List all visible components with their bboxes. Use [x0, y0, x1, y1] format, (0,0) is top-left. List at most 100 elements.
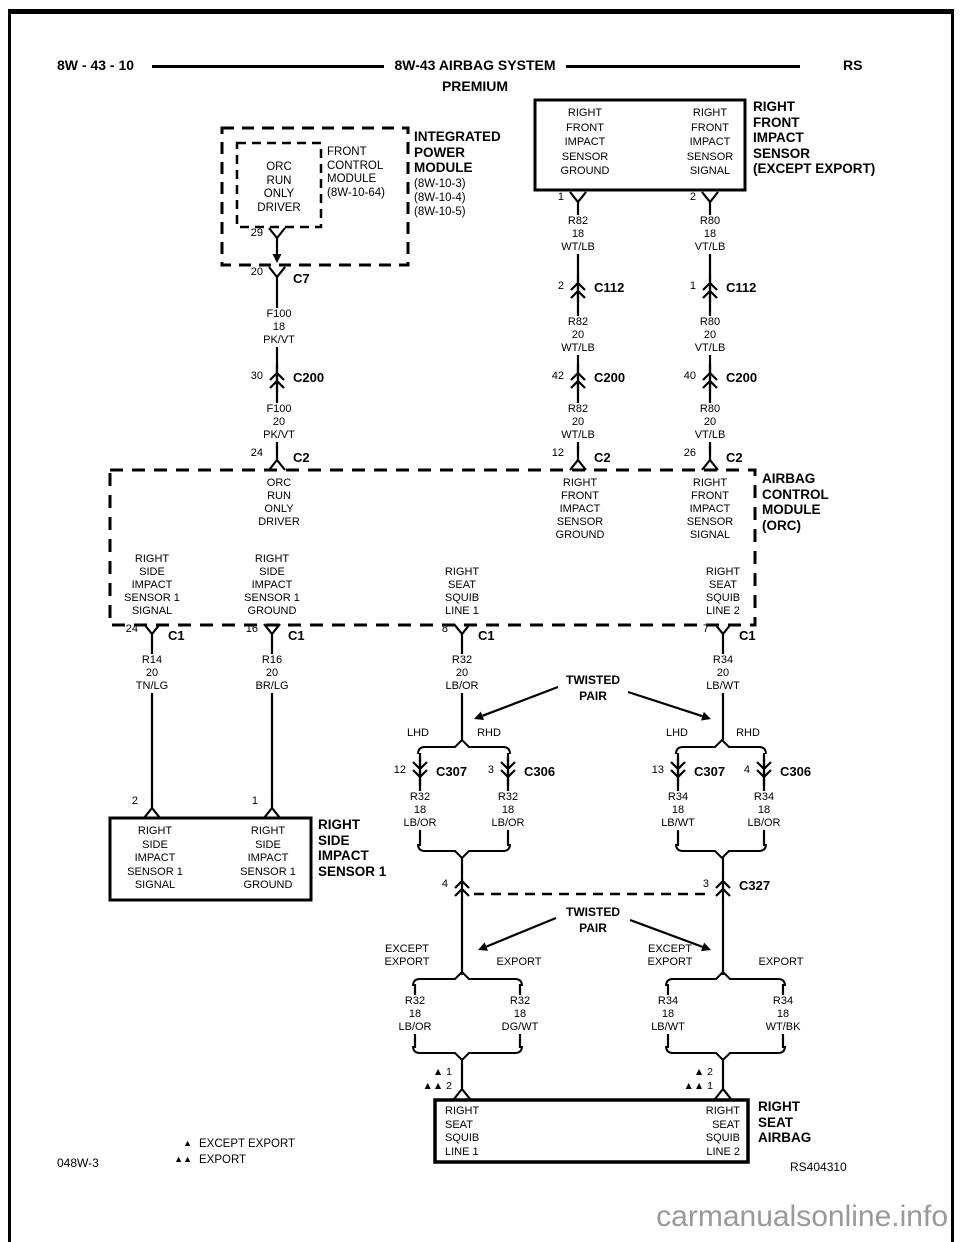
sheet-number: 048W-3 — [57, 1156, 99, 1170]
connector-c327-3-symbol — [715, 872, 731, 900]
page-subtitle: PREMIUM — [441, 78, 509, 94]
connector-c306-4-label: C306 — [780, 764, 812, 779]
connector-c307-13-symbol — [670, 758, 686, 786]
squib-pin-markers-right: ▲ 2▲▲ 1 — [683, 1066, 713, 1092]
connector-c1-24-symbol — [143, 623, 161, 648]
rsis1-pin-2-pin: 2 — [131, 795, 138, 807]
legend-export: ▲▲ EXPORT — [168, 1152, 295, 1168]
ipm-pin-29-pin: 29 — [250, 227, 263, 239]
twisted-pair-2-arrow-right — [629, 918, 703, 948]
connector-c1-8-label: C1 — [478, 628, 495, 643]
connector-c2-24-label: C2 — [293, 450, 310, 465]
watermark: carmanualsonline.info — [656, 1200, 948, 1233]
split-squib2-export — [665, 970, 786, 987]
connector-c200-30-symbol — [269, 364, 285, 392]
rfis-pin-1-pin: 1 — [557, 191, 564, 203]
legend-export-label: EXPORT — [199, 1154, 247, 1166]
connector-c1-24-pin: 24 — [125, 623, 138, 635]
connector-c200-40-pin: 40 — [683, 370, 696, 382]
lhd-label-2: LHD — [665, 727, 689, 739]
right-front-impact-sensor-box — [533, 98, 747, 192]
twisted-pair-1-arrow-left-head — [474, 711, 485, 721]
connector-c327-3-pin: 3 — [702, 878, 709, 890]
connector-c307-13-label: C307 — [694, 764, 726, 779]
twisted-pair-1-arrow-right-head — [701, 711, 711, 721]
header-rule-left — [152, 65, 384, 68]
triangle-double-icon: ▲▲ — [174, 1154, 192, 1164]
connector-c2-26-label: C2 — [726, 450, 743, 465]
connector-c1-8-symbol — [453, 623, 471, 648]
triangle-single-icon: ▲ — [183, 1138, 192, 1148]
twisted-pair-1-arrow-right — [627, 690, 703, 718]
connector-c2-26-symbol — [701, 446, 719, 471]
connector-c327-4-pin: 4 — [441, 878, 448, 890]
right-side-impact-sensor-1-box — [108, 816, 313, 902]
connector-c2-24-symbol — [268, 446, 286, 471]
connector-c307-12-label: C307 — [436, 764, 468, 779]
legend-except-export-label: EXCEPT EXPORT — [199, 1138, 296, 1150]
ipm-pin-29-symbol — [268, 227, 286, 252]
connector-c1-24-label: C1 — [168, 628, 185, 643]
merge-squib2-export — [665, 1045, 786, 1062]
page-frame — [8, 9, 954, 1242]
connector-c2-12-pin: 12 — [551, 447, 564, 459]
ipm-pin29-arrow-head — [272, 254, 282, 263]
connector-c327-3-label: C327 — [739, 878, 771, 893]
rsa-pin-right-symbol — [714, 1075, 732, 1100]
connector-c200-30-pin: 30 — [250, 370, 263, 382]
twisted-pair-2-arrow-left-head — [478, 942, 489, 951]
rhd-label-1: RHD — [477, 727, 501, 739]
connector-c112-2-symbol — [570, 274, 586, 302]
connector-c306-4-pin: 4 — [743, 764, 750, 776]
connector-c7-pin: 20 — [250, 266, 263, 278]
connector-c1-8-pin: 8 — [441, 623, 448, 635]
connector-c1-16-pin: 16 — [245, 623, 258, 635]
squib-pin-markers-left: ▲ 1▲▲ 2 — [422, 1066, 452, 1092]
rfis-pin-2-pin: 2 — [689, 191, 696, 203]
twisted-pair-2-arrow-right-head — [700, 942, 711, 952]
rfis-pin-2-symbol — [701, 191, 719, 216]
connector-c2-12-label: C2 — [594, 450, 611, 465]
drawing-number: RS404310 — [790, 1160, 847, 1174]
ipm-refs: (8W-10-3)(8W-10-4)(8W-10-5) — [414, 178, 466, 218]
connector-c200-42-pin: 42 — [551, 370, 564, 382]
connector-c112-1-label: C112 — [726, 280, 757, 295]
rhd-label-2: RHD — [736, 727, 760, 739]
legend-except-export: ▲ EXCEPT EXPORT — [168, 1136, 295, 1152]
connector-c200-30-label: C200 — [293, 370, 325, 385]
airbag-control-module-box — [108, 468, 757, 627]
connector-c112-1-pin: 1 — [689, 280, 696, 292]
connector-c2-12-symbol — [569, 446, 587, 471]
connector-c327-4-symbol — [454, 872, 470, 900]
page-ref: 8W - 43 - 10 — [57, 57, 135, 73]
